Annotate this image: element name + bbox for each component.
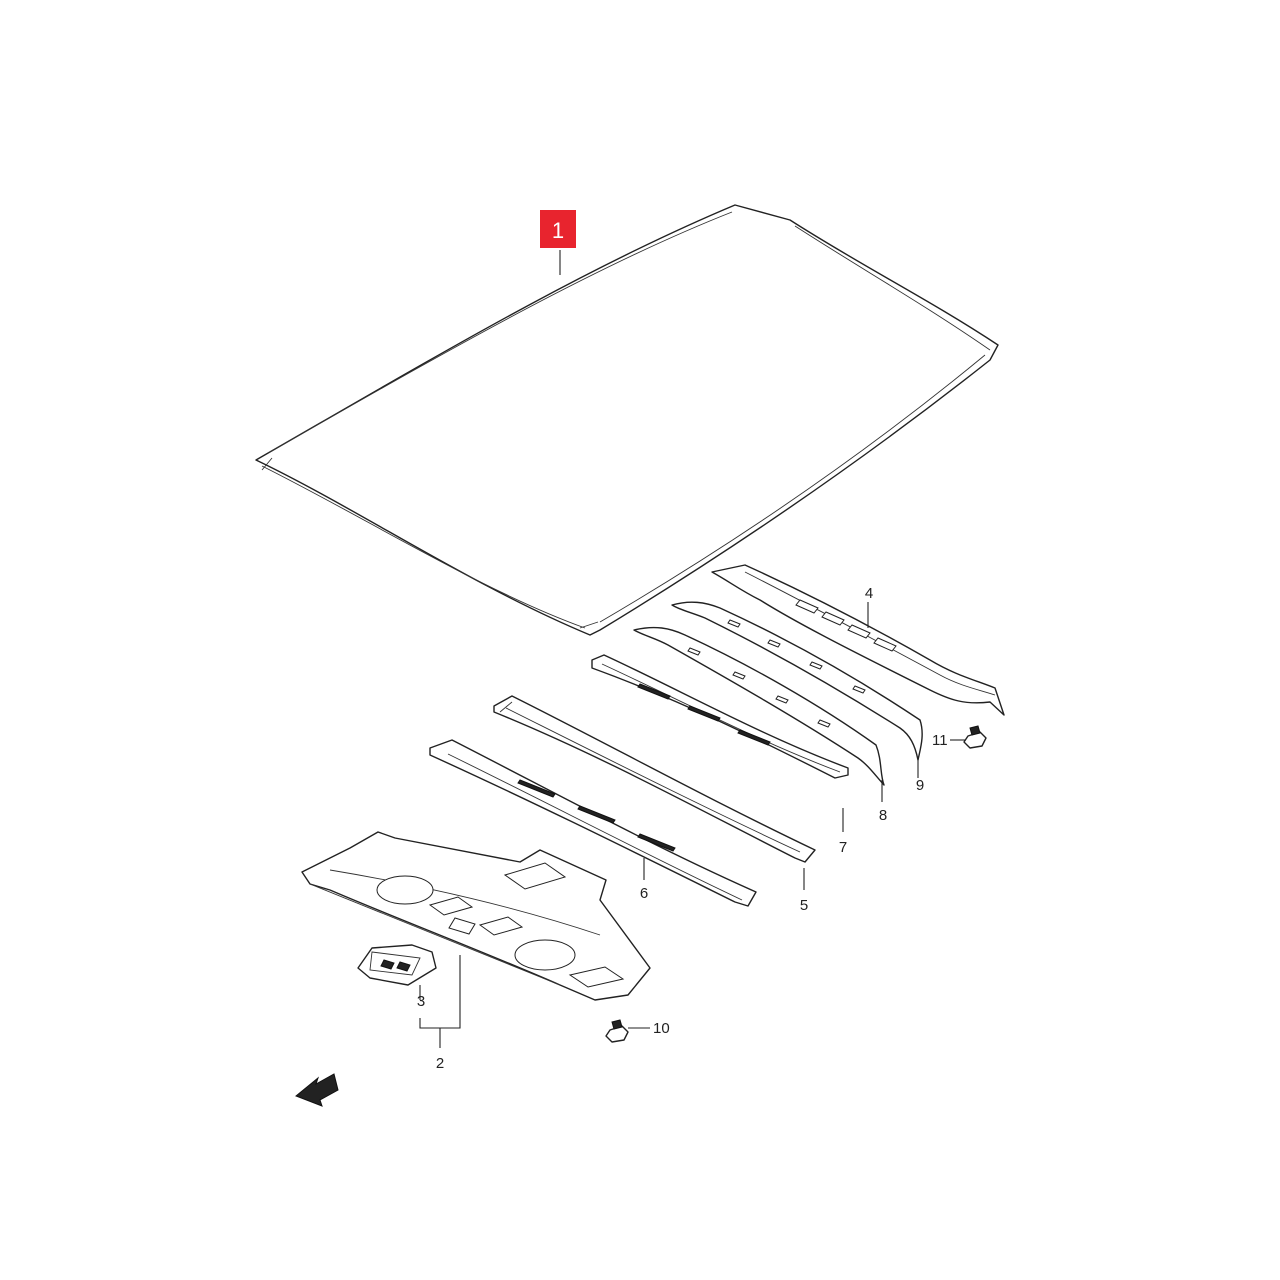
highlight-badge (540, 210, 576, 248)
roof-panel[interactable] (255, 204, 999, 636)
callout-1[interactable]: 1 (540, 210, 576, 248)
callout-9[interactable]: 9 (916, 777, 924, 794)
callout-10[interactable]: 10 (653, 1020, 670, 1037)
front-roof-rail[interactable] (711, 564, 1005, 716)
front-direction-arrow-icon (295, 1073, 339, 1107)
callout-3[interactable]: 3 (417, 993, 425, 1010)
rear-package-shelf[interactable] (301, 831, 651, 1001)
bolt-11[interactable] (963, 725, 987, 749)
callout-4[interactable]: 4 (865, 585, 873, 602)
callout-6[interactable]: 6 (640, 885, 648, 902)
bolt-icon (611, 1019, 623, 1030)
roof-bow-a[interactable] (633, 626, 885, 786)
svg-text:1: 1 (552, 218, 564, 243)
callout-11[interactable]: 11 (932, 732, 948, 749)
rear-roof-rail[interactable] (429, 739, 757, 907)
callout-7[interactable]: 7 (839, 839, 847, 856)
callout-8[interactable]: 8 (879, 807, 887, 824)
callout-5[interactable]: 5 (800, 897, 808, 914)
bolt-10[interactable] (605, 1019, 629, 1043)
shelf-bracket[interactable] (357, 944, 437, 986)
roof-bow-b[interactable] (671, 601, 923, 761)
leader-lines (419, 250, 966, 1048)
callout-2[interactable]: 2 (436, 1055, 444, 1072)
rear-roof-bow[interactable] (493, 695, 816, 863)
center-roof-bow[interactable] (591, 654, 849, 779)
